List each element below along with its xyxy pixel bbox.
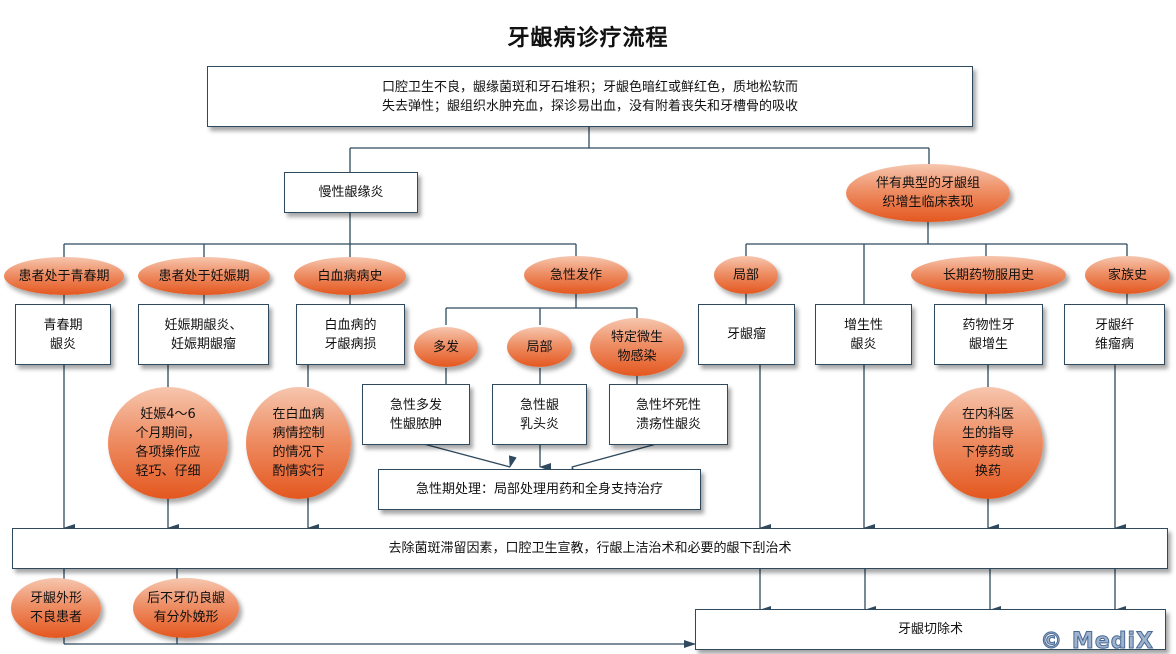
note-leukemia: 在白血病 病情控制 的情况下 酌情实行 <box>246 387 351 499</box>
chronic-gingivitis-box: 慢性龈缘炎 <box>284 172 418 213</box>
note-pregnancy: 妊娠4～6 个月期间， 各项操作应 轻巧、仔细 <box>108 387 228 499</box>
acute-type-infection: 特定微生 物感染 <box>590 318 684 376</box>
diagnosis-anug: 急性坏死性 溃疡性龈炎 <box>609 384 728 445</box>
page-title: 牙龈病诊疗流程 <box>507 26 669 51</box>
condition-local: 局部 <box>714 256 778 294</box>
line-right-split <box>745 218 1128 305</box>
acute-type-multiple: 多发 <box>414 327 478 367</box>
line-acute-split <box>445 292 638 325</box>
diagnosis-hyperplastic-gingivitis: 增生性 龈炎 <box>815 304 912 365</box>
diagnosis-leukemia-lesion: 白血病的 牙龈病损 <box>296 304 405 365</box>
diagnosis-epulis: 牙龈瘤 <box>698 304 795 365</box>
diagnosis-acute-abscess: 急性多发 性龈脓肿 <box>362 384 470 445</box>
condition-acute-onset: 急性发作 <box>524 256 628 294</box>
common-treatment-box: 去除菌斑滞留因素，口腔卫生宣教，行龈上洁治术和必要的龈下刮治术 <box>12 528 1168 569</box>
diagnosis-puberty-gingivitis: 青春期 龈炎 <box>15 304 111 365</box>
watermark: © MediX <box>1040 629 1154 654</box>
diagnosis-acute-papillitis: 急性龈 乳头炎 <box>492 384 587 445</box>
bottom-note-postpartum: 后不牙仍良龈 有分外娩形 <box>133 578 239 638</box>
note-drug-change: 在内科医 生的指导 下停药或 换药 <box>933 387 1043 499</box>
diagnosis-drug-induced: 药物性牙 龈增生 <box>934 304 1043 365</box>
condition-leukemia: 白血病病史 <box>294 257 406 295</box>
diagnosis-fibromatosis: 牙龈纤 维瘤病 <box>1064 304 1165 365</box>
line-left-split <box>63 212 577 258</box>
symptoms-box: 口腔卫生不良，龈缘菌斑和牙石堆积；牙龈色暗红或鲜红色，质地松软而 失去弹性；龈组… <box>207 66 973 127</box>
hyperplasia-head: 伴有典型的牙龈组 织增生临床表现 <box>846 164 1010 222</box>
diagnosis-pregnancy-gingivitis: 妊娠期龈炎、 妊娠期龈瘤 <box>138 304 269 365</box>
condition-family-history: 家族史 <box>1085 256 1170 294</box>
acute-type-local: 局部 <box>507 327 572 367</box>
gingivectomy-box: 牙龈切除术 <box>695 609 1166 650</box>
condition-adolescence: 患者处于青春期 <box>4 257 124 295</box>
bottom-note-gingival-shape: 牙龈外形 不良患者 <box>11 578 101 638</box>
line-top-split <box>349 127 930 173</box>
condition-pregnancy: 患者处于妊娠期 <box>138 257 270 295</box>
condition-long-term-drug: 长期药物服用史 <box>911 256 1066 294</box>
acute-treatment-box: 急性期处理：局部处理用药和全身支持治疗 <box>378 469 701 510</box>
